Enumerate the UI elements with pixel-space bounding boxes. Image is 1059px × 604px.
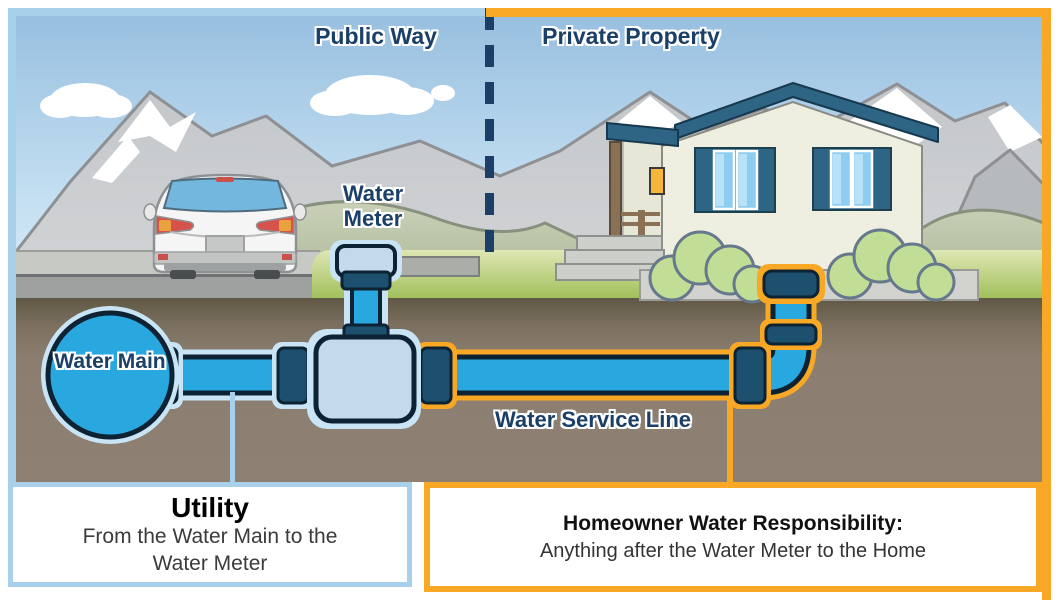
- homeowner-leader-line: [727, 398, 733, 488]
- car-rear-window: [162, 177, 288, 213]
- car: [143, 173, 307, 279]
- bush-right: [826, 228, 956, 302]
- frame-blue-left: [8, 8, 16, 482]
- water-main-pipe: [41, 306, 179, 444]
- homeowner-legend-description: Anything after the Water Meter to the Ho…: [539, 539, 927, 562]
- frame-orange-top: [486, 8, 1042, 17]
- pipe-coupling-homeowner-1: [415, 342, 457, 409]
- pipe-assembly: [41, 240, 825, 444]
- water-meter-label: Water Meter: [342, 181, 404, 231]
- utility-legend-description: From the Water Main to the Water Meter: [82, 525, 338, 575]
- water-meter-assembly: [307, 240, 421, 429]
- frame-blue-top: [8, 8, 485, 16]
- utility-leader-line: [230, 392, 235, 488]
- illustration-scene: Public Way Private Property Water Meter …: [8, 8, 1051, 482]
- riser-coupling: [760, 319, 822, 350]
- property-boundary-dashed-line: [485, 8, 494, 260]
- porch-lamp: [649, 167, 665, 195]
- porch-steps: [555, 235, 665, 281]
- water-service-line-label: Water Service Line: [494, 407, 692, 432]
- riser-house-connection: [757, 264, 825, 304]
- house: [555, 82, 979, 304]
- homeowner-legend-box: Homeowner Water Responsibility: Anything…: [424, 482, 1042, 592]
- utility-legend-title: Utility: [171, 492, 249, 524]
- porch-beam: [606, 121, 679, 148]
- pipe-coupling-homeowner-2: [729, 342, 771, 409]
- utility-legend-box: Utility From the Water Main to the Water…: [8, 482, 412, 587]
- meter-box: [313, 334, 417, 424]
- window-right: [812, 147, 892, 211]
- zone-label-private-property: Private Property: [542, 23, 720, 49]
- homeowner-legend-title: Homeowner Water Responsibility:: [563, 512, 903, 536]
- clouds: [40, 75, 455, 118]
- window-left: [694, 147, 776, 213]
- water-main-label: Water Main: [54, 350, 166, 373]
- frame-orange-right: [1042, 8, 1051, 600]
- zone-label-public-way: Public Way: [315, 23, 437, 49]
